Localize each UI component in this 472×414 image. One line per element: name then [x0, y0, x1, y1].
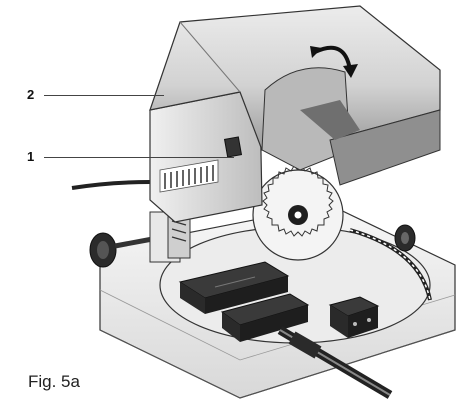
callout-leader-2 — [44, 95, 164, 96]
saw-blade-icon — [252, 165, 344, 261]
callout-label-2: 2 — [27, 87, 35, 102]
clamp-block-right — [328, 296, 380, 338]
callout-leader-1 — [44, 157, 234, 158]
power-cord — [71, 180, 151, 190]
curved-arrow-icon — [310, 45, 358, 78]
guide-rod — [277, 326, 393, 399]
figure-caption: Fig. 5a — [28, 372, 80, 391]
right-knob — [394, 224, 416, 252]
callout-label-1: 1 — [27, 149, 35, 164]
clamp-block-center — [220, 293, 310, 342]
blade-guard-hood — [149, 5, 441, 186]
clamp-block-left — [178, 261, 290, 314]
